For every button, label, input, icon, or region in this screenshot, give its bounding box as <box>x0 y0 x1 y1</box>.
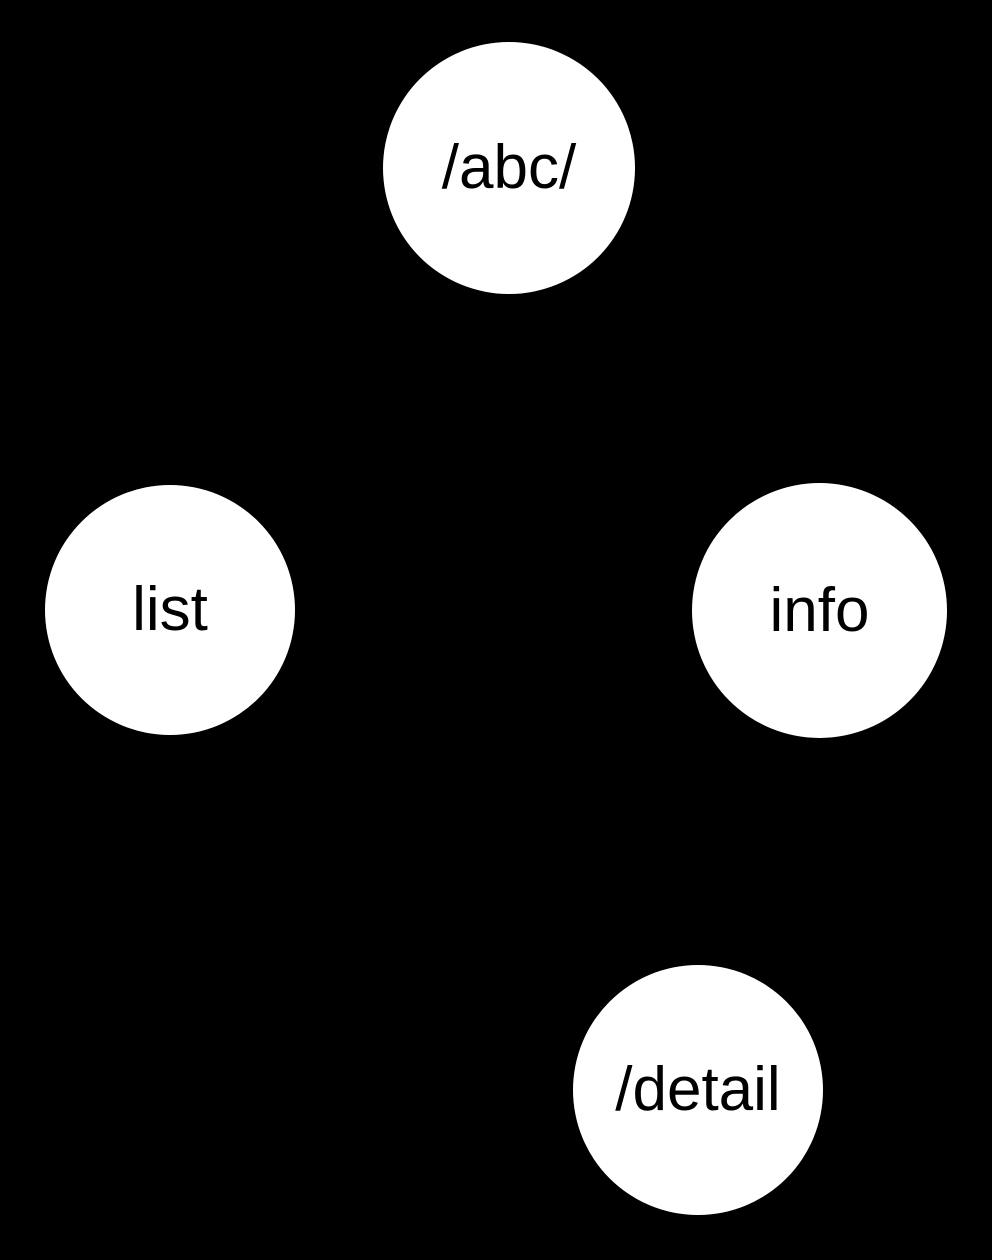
graph-node-abc-label: /abc/ <box>441 133 577 202</box>
graph-node-detail-label: /detail <box>615 1055 781 1124</box>
graph-node-abc[interactable]: /abc/ <box>383 42 635 294</box>
graph-node-detail[interactable]: /detail <box>573 965 823 1215</box>
graph-node-list-label: list <box>132 575 208 644</box>
graph-node-info[interactable]: info <box>692 483 947 738</box>
graph-node-list[interactable]: list <box>45 485 295 735</box>
graph-node-info-label: info <box>769 575 870 645</box>
